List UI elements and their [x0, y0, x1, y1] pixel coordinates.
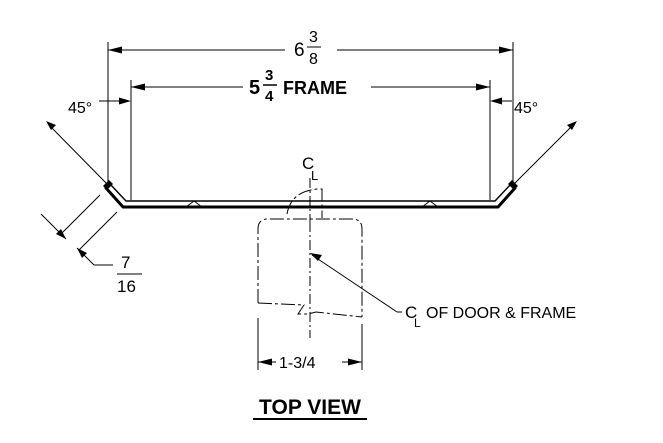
centerline-note: C L OF DOOR & FRAME [310, 253, 576, 330]
anchor-mark [185, 200, 195, 208]
frame-label: FRAME [283, 78, 347, 98]
return-extension-top [61, 194, 101, 234]
door-section [257, 218, 363, 338]
overall-denominator: 8 [309, 51, 318, 68]
frame-denominator: 4 [265, 88, 274, 105]
centerline-note-symbol: C [405, 303, 417, 322]
anchor-mark [193, 200, 203, 208]
arrowhead [131, 83, 145, 91]
arrowhead [490, 97, 502, 105]
centerline-note-text: OF DOOR & FRAME [426, 305, 576, 322]
angle-right-annotation: 45° [490, 97, 577, 186]
arrowhead [499, 46, 513, 54]
return-dimension: 7 16 [40, 194, 142, 296]
arrowhead [476, 83, 490, 91]
frame-outer-profile [104, 186, 517, 209]
arrowhead [46, 121, 56, 130]
centerline-note-sub: L [414, 316, 421, 330]
angle-left-label: 45° [68, 100, 92, 117]
centerline-symbol: C [302, 154, 314, 173]
arrowhead [77, 248, 87, 258]
frame-width-dimension: 5 3 4 FRAME [130, 67, 491, 200]
view-title-group: TOP VIEW [253, 396, 367, 420]
arrowhead [119, 97, 131, 105]
view-title: TOP VIEW [259, 396, 361, 419]
centerline-sub: L [311, 168, 318, 183]
door-swing-outline [286, 188, 323, 218]
frame-whole: 5 [249, 77, 260, 99]
door-thickness-dimension: 1-3/4 [257, 318, 363, 372]
angle-right-label: 45° [514, 100, 538, 117]
arrowhead [108, 46, 122, 54]
overall-width-dimension: 6 3 8 [107, 29, 514, 185]
arrowhead [258, 358, 272, 366]
return-numerator: 7 [121, 253, 130, 272]
return-end-left [103, 180, 113, 190]
arrowhead [56, 229, 66, 239]
angle-extension-left [47, 123, 109, 186]
return-denominator: 16 [117, 277, 136, 296]
frame-numerator: 3 [265, 67, 273, 84]
angle-extension-right [512, 122, 576, 186]
anchor-mark [421, 200, 431, 208]
return-end-right [508, 180, 518, 190]
centerline-marker-top: C L [302, 154, 318, 222]
centerline-leader [311, 254, 398, 313]
arrowhead [567, 121, 577, 130]
door-swing-arc [286, 188, 323, 218]
door-break-line [257, 302, 363, 318]
angle-left-annotation: 45° [46, 97, 131, 186]
arrowhead [348, 358, 362, 366]
return-extension-bottom [78, 211, 118, 251]
arrowhead [310, 253, 322, 261]
overall-numerator: 3 [309, 29, 318, 46]
door-thickness-label: 1-3/4 [279, 355, 316, 372]
overall-whole: 6 [294, 40, 305, 61]
anchor-mark [429, 200, 439, 208]
door-outline [257, 218, 363, 317]
